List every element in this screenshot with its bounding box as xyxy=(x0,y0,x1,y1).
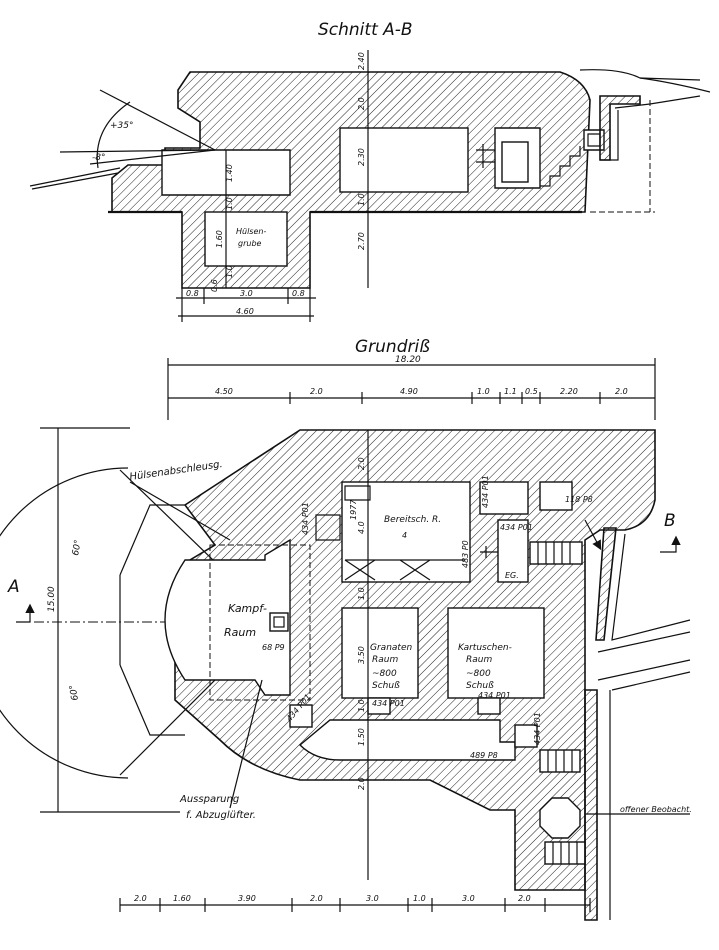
svg-text:3.0: 3.0 xyxy=(462,894,475,903)
svg-text:3.50: 3.50 xyxy=(357,646,366,664)
svg-text:4.50: 4.50 xyxy=(215,387,233,396)
svg-text:3.0: 3.0 xyxy=(366,894,379,903)
svg-text:0.5: 0.5 xyxy=(525,387,538,396)
cartridge-room-label: Kartuschen- xyxy=(458,643,512,653)
svg-text:434 P01: 434 P01 xyxy=(301,502,310,535)
plan-left-total: 15.00 xyxy=(47,586,57,612)
plan-view: Grundriß 18.20 4.50 2.0 4.90 1.0 1.1 0.5… xyxy=(0,337,692,921)
firing-room-label: Kampf- xyxy=(228,602,267,615)
svg-text:434 P01: 434 P01 xyxy=(500,523,533,532)
plan-stairs-upper xyxy=(529,541,583,565)
svg-text:Schuß: Schuß xyxy=(372,681,400,691)
svg-text:0.8: 0.8 xyxy=(292,289,305,298)
svg-text:2.0: 2.0 xyxy=(615,387,628,396)
svg-text:434 P01: 434 P01 xyxy=(481,475,490,508)
marker-a: A xyxy=(7,577,20,597)
angle-up-label: +35° xyxy=(110,121,134,131)
plan-stairs-lower xyxy=(539,749,581,773)
svg-text:1.60: 1.60 xyxy=(215,230,224,248)
svg-text:1.0: 1.0 xyxy=(357,193,366,206)
svg-text:Raum: Raum xyxy=(224,626,256,639)
svg-text:2.0: 2.0 xyxy=(357,777,366,790)
svg-text:118 P8: 118 P8 xyxy=(565,495,593,504)
svg-text:EG.: EG. xyxy=(505,571,519,580)
svg-text:434 P01: 434 P01 xyxy=(533,712,542,745)
marker-b: B xyxy=(664,511,676,531)
svg-text:489 P8: 489 P8 xyxy=(470,751,498,760)
svg-text:2.70: 2.70 xyxy=(357,232,366,250)
svg-text:Raum: Raum xyxy=(372,655,398,665)
svg-text:2.30: 2.30 xyxy=(357,148,366,166)
svg-text:1.0: 1.0 xyxy=(225,197,234,210)
plan-standby-room xyxy=(341,481,471,583)
shell-room-label: Granaten xyxy=(370,643,412,653)
svg-text:0.6: 0.6 xyxy=(210,279,219,292)
svg-text:~800: ~800 xyxy=(372,669,397,679)
standby-room-label: Bereitsch. R. xyxy=(384,515,441,525)
svg-text:3.90: 3.90 xyxy=(238,894,256,903)
terrain-left xyxy=(29,167,121,187)
svg-text:0.8: 0.8 xyxy=(186,289,199,298)
svg-text:1.0: 1.0 xyxy=(357,699,366,712)
svg-text:1.0: 1.0 xyxy=(477,387,490,396)
svg-text:1.0: 1.0 xyxy=(413,894,426,903)
svg-text:2.0: 2.0 xyxy=(518,894,531,903)
svg-text:grube: grube xyxy=(238,239,262,248)
plan-title: Grundriß xyxy=(355,337,430,357)
angle-down-label: -8° xyxy=(92,153,105,163)
svg-text:1.40: 1.40 xyxy=(225,164,234,182)
svg-text:1.1: 1.1 xyxy=(504,387,517,396)
field-of-fire-arc xyxy=(0,467,129,779)
svg-text:2.0: 2.0 xyxy=(357,457,366,470)
svg-text:1.60: 1.60 xyxy=(173,894,191,903)
svg-text:60°: 60° xyxy=(68,684,81,701)
plan-shell-room xyxy=(341,607,419,699)
section-casing-pit xyxy=(204,211,288,267)
plan-total-width: 18.20 xyxy=(395,355,421,365)
svg-text:2.0: 2.0 xyxy=(134,894,147,903)
vent-recess-label: Aussparung xyxy=(179,794,239,805)
svg-text:1.0: 1.0 xyxy=(357,587,366,600)
svg-text:1.0: 1.0 xyxy=(225,265,234,278)
section-view: Schnitt A-B +35° -8 xyxy=(29,20,711,322)
svg-text:68 P9: 68 P9 xyxy=(262,643,285,652)
svg-text:434 P01: 434 P01 xyxy=(478,691,511,700)
svg-text:Schuß: Schuß xyxy=(466,681,494,691)
section-title: Schnitt A-B xyxy=(318,20,413,40)
svg-text:4.90: 4.90 xyxy=(400,387,418,396)
svg-text:2.20: 2.20 xyxy=(560,387,578,396)
svg-text:2.0: 2.0 xyxy=(310,894,323,903)
svg-text:f. Abzuglüfter.: f. Abzuglüfter. xyxy=(186,810,256,821)
section-middle-room xyxy=(339,127,469,193)
section-stairs xyxy=(540,146,581,187)
svg-text:2.0: 2.0 xyxy=(357,97,366,110)
svg-text:4: 4 xyxy=(402,531,407,540)
plan-firing-room xyxy=(164,538,291,696)
open-observation-label: offener Beobacht. xyxy=(620,805,692,814)
svg-text:~800: ~800 xyxy=(466,669,491,679)
svg-text:4.0: 4.0 xyxy=(357,521,366,534)
svg-text:2.0: 2.0 xyxy=(310,387,323,396)
svg-text:2.40: 2.40 xyxy=(357,52,366,70)
plan-periscope xyxy=(269,612,289,632)
terrain-right xyxy=(579,69,711,93)
svg-text:483 P0: 483 P0 xyxy=(461,540,470,568)
svg-text:1.50: 1.50 xyxy=(357,728,366,746)
svg-text:1977: 1977 xyxy=(349,499,358,520)
svg-text:60°: 60° xyxy=(71,539,84,556)
svg-text:434 P01: 434 P01 xyxy=(372,699,405,708)
casing-chute-label: Hülsenabschleusg. xyxy=(129,459,223,483)
casing-pit-label: Hülsen- xyxy=(236,227,266,236)
svg-text:4.60: 4.60 xyxy=(236,307,254,316)
plan-observation-post xyxy=(539,797,581,839)
plan-cartridge-room xyxy=(447,607,545,699)
svg-text:3.0: 3.0 xyxy=(240,289,253,298)
plan-corridor xyxy=(298,719,516,761)
svg-text:Raum: Raum xyxy=(466,655,492,665)
